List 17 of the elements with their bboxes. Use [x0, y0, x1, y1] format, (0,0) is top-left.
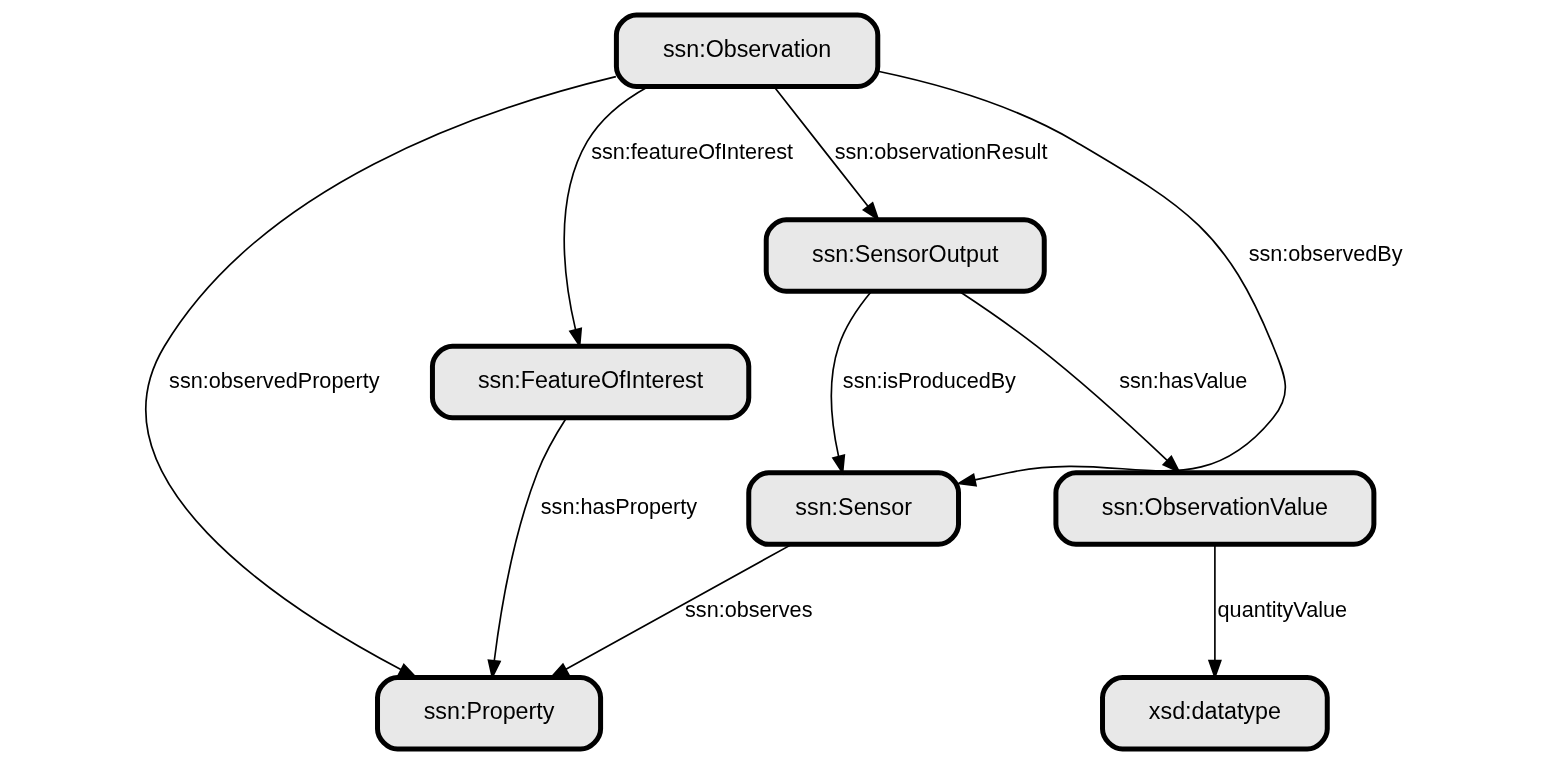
arrow — [876, 70, 1286, 487]
edge-label: ssn:featureOfInterest — [590, 138, 793, 164]
node-box: ssn:Property — [374, 675, 603, 752]
node-box: ssn:Observation — [613, 12, 880, 89]
node-box: xsd:datatype — [1099, 675, 1330, 752]
node-box: ssn:SensorOutput — [763, 217, 1047, 294]
edge-label: ssn:observes — [684, 596, 812, 622]
edge-label: quantityValue — [1217, 596, 1347, 622]
edge-label: ssn:hasValue — [1118, 367, 1247, 393]
node-box: ssn:ObservationValue — [1052, 470, 1376, 547]
edge-label: ssn:isProducedBy — [842, 367, 1016, 393]
edge-label: ssn:observedProperty — [168, 367, 379, 393]
node-box: ssn:FeatureOfInterest — [429, 343, 751, 421]
node-box: ssn:Sensor — [745, 470, 961, 547]
edge-label: ssn:observationResult — [834, 138, 1047, 164]
edge-label: ssn:hasProperty — [540, 494, 697, 520]
edge-label: ssn:observedBy — [1248, 241, 1403, 267]
